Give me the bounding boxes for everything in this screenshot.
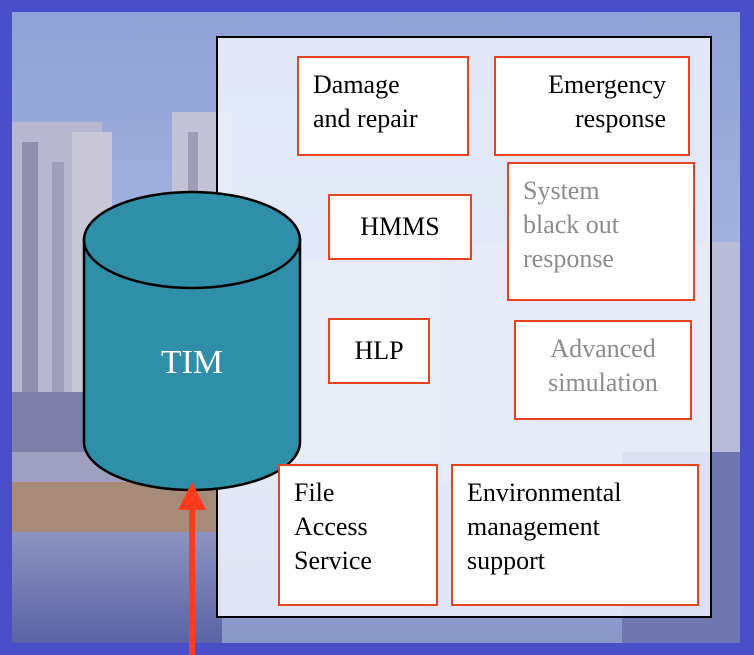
tim-label: TIM xyxy=(160,344,224,381)
damage-and-repair-box: Damage and repair xyxy=(297,56,469,156)
tim-cylinder-body xyxy=(82,238,302,492)
hmms-box: HMMS xyxy=(328,194,472,260)
input-arrow-head xyxy=(178,482,206,510)
environmental-management-support-box: Environmental management support xyxy=(451,464,699,606)
system-black-out-response-box: System black out response xyxy=(507,162,695,301)
emergency-response-box: Emergency response xyxy=(494,56,690,156)
tim-cylinder-top xyxy=(82,190,302,290)
file-access-service-box: File Access Service xyxy=(278,464,438,606)
advanced-simulation-box: Advanced simulation xyxy=(514,320,692,420)
hlp-box: HLP xyxy=(328,318,430,384)
